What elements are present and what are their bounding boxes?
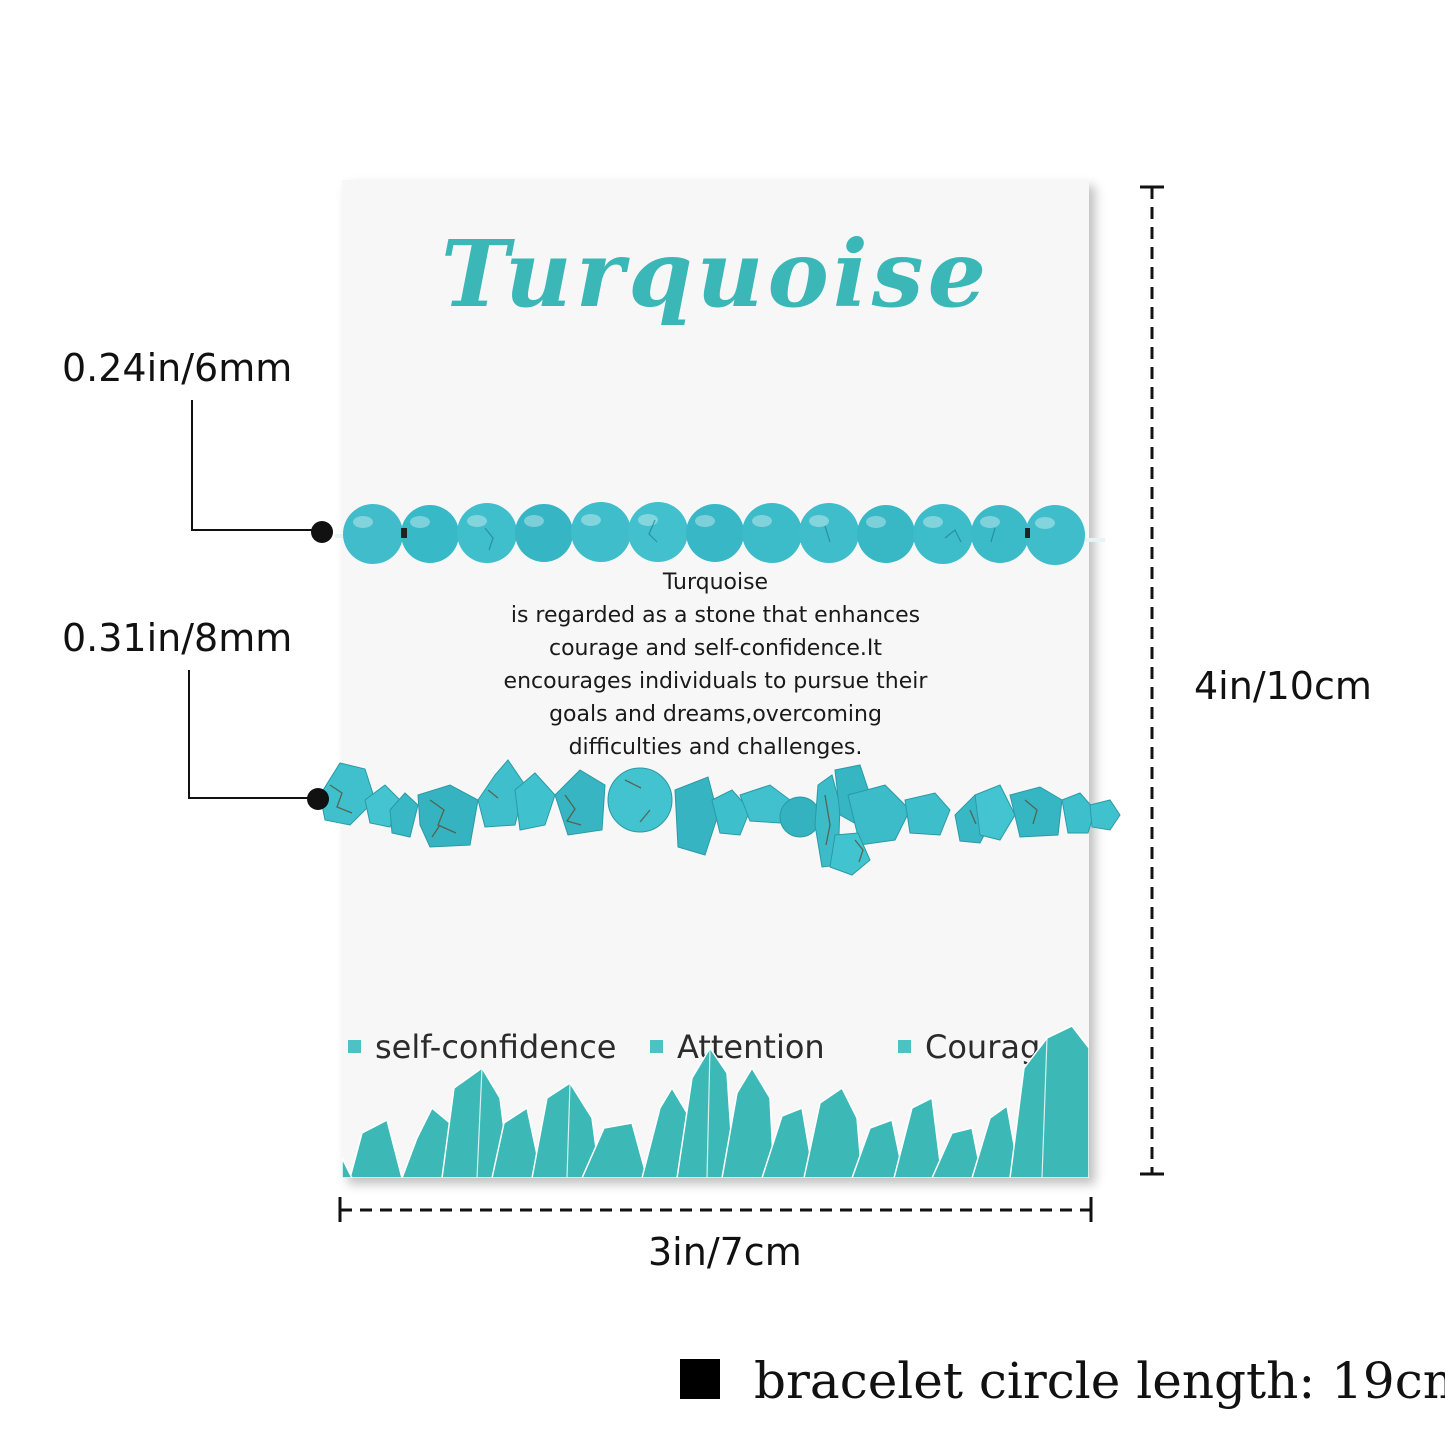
bracelet-length-note: bracelet circle length: 19cm bbox=[680, 1352, 1445, 1410]
trait-label: self-confidence bbox=[375, 1028, 617, 1066]
card-title: Turquoise bbox=[440, 220, 991, 328]
description-line: difficulties and challenges. bbox=[568, 735, 863, 760]
chip-beads bbox=[319, 759, 1121, 876]
width-label: 3in/7cm bbox=[648, 1230, 802, 1274]
description-line: Turquoise bbox=[662, 570, 769, 595]
description-line: is regarded as a stone that enhances bbox=[510, 603, 921, 628]
description-line: goals and dreams,overcoming bbox=[549, 702, 882, 727]
round-bead-bracelet bbox=[334, 502, 1106, 565]
round-beads bbox=[343, 502, 1085, 565]
trait-item: self-confidence bbox=[348, 1028, 616, 1066]
square-bullet-icon bbox=[348, 1039, 361, 1053]
bracelet-length-text: bracelet circle length: 19cm bbox=[754, 1352, 1445, 1410]
trait-item: Attention bbox=[650, 1028, 825, 1066]
chip-bead-bracelet bbox=[319, 759, 1121, 876]
card-description: Turquoise is regarded as a stone that en… bbox=[442, 566, 989, 764]
description-line: courage and self-confidence.It bbox=[548, 636, 883, 661]
height-label: 4in/10cm bbox=[1194, 664, 1372, 708]
large-bead-size-label: 0.31in/8mm bbox=[62, 616, 293, 660]
small-bead-size-label: 0.24in/6mm bbox=[62, 346, 293, 390]
description-line: encourages individuals to pursue their bbox=[503, 669, 928, 694]
crystal-illustration bbox=[342, 1025, 1089, 1178]
square-bullet-icon bbox=[898, 1039, 911, 1053]
square-bullet-icon bbox=[680, 1359, 720, 1399]
square-bullet-icon bbox=[650, 1039, 663, 1053]
trait-label: Attention bbox=[677, 1028, 825, 1066]
product-card: Turquoise Turquoise is regarded as a sto… bbox=[342, 180, 1089, 1178]
